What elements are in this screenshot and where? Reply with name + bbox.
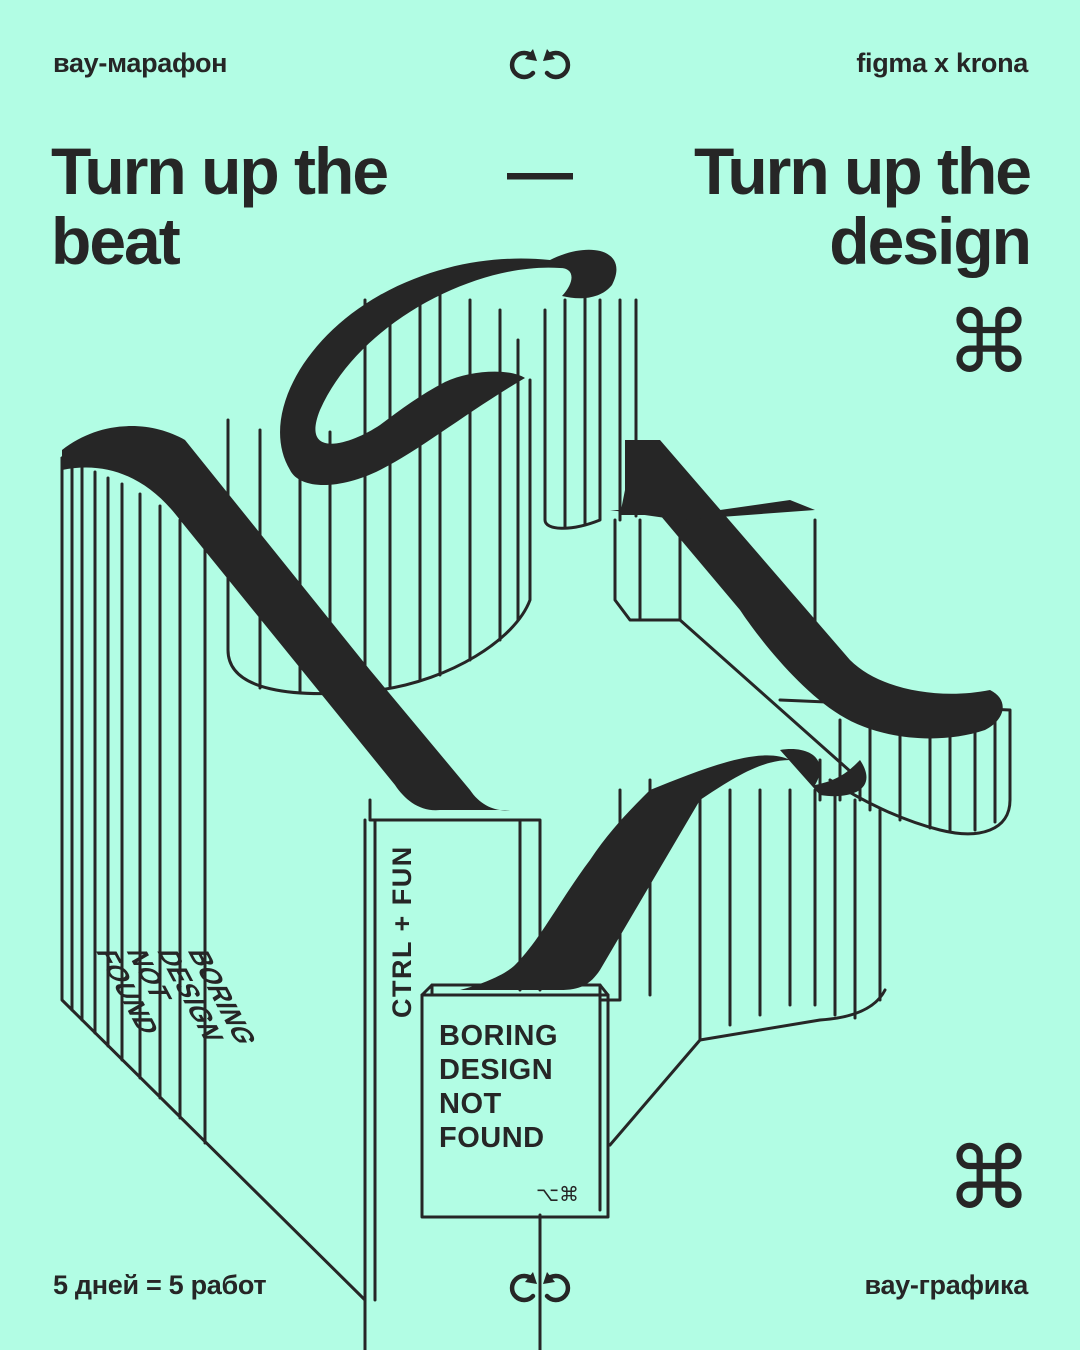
undo-redo-arrows-icon xyxy=(509,1272,571,1303)
box-line-2: DESIGN xyxy=(439,1054,554,1086)
box-line-3: NOT xyxy=(439,1088,502,1120)
option-command-shortcut: ⌥⌘ xyxy=(536,1182,580,1206)
headline-design: Turn up the design xyxy=(610,134,1032,278)
box-boring-design-text: BORING DESIGN NOT FOUND xyxy=(439,1019,558,1155)
ctrl-fun-label: CTRL + FUN xyxy=(387,845,417,1018)
headline-left-line1: Turn up the xyxy=(51,134,389,208)
headline-left-line2: beat xyxy=(51,204,181,278)
headline-dash: — xyxy=(507,134,573,208)
headline-right-line1: Turn up the xyxy=(693,134,1032,208)
collab-label: figma x krona xyxy=(856,48,1028,78)
undo-redo-arrows-icon xyxy=(509,49,571,80)
box-line-1: BORING xyxy=(439,1020,558,1052)
command-key-icon: ⌘ xyxy=(946,1129,1032,1229)
marathon-label: вау-марафон xyxy=(53,48,228,78)
box-line-4: FOUND xyxy=(439,1122,545,1154)
command-key-icon: ⌘ xyxy=(946,293,1032,393)
headline-beat: Turn up the beat xyxy=(51,136,471,276)
headline-right-line2: design xyxy=(829,204,1032,278)
graphics-label: вау-графика xyxy=(864,1270,1029,1300)
days-works-label: 5 дней = 5 работ xyxy=(53,1270,267,1300)
